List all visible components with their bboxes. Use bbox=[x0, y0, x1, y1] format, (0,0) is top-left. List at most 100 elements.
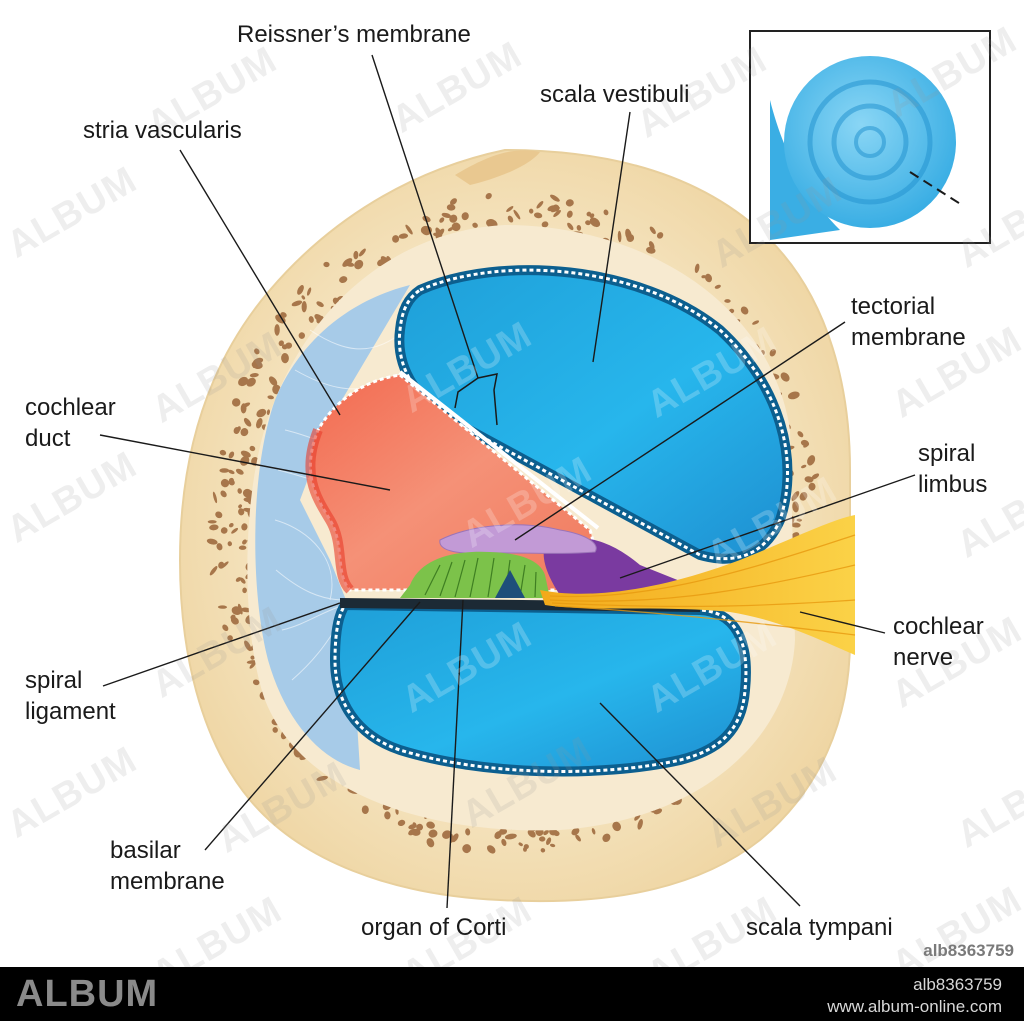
footer-image-id: alb8363759 bbox=[913, 975, 1002, 994]
bone-pore bbox=[228, 451, 235, 459]
bone-pore bbox=[281, 344, 288, 350]
bone-pore bbox=[252, 679, 260, 686]
bone-pore bbox=[249, 373, 259, 378]
bone-pore bbox=[451, 833, 459, 843]
footer-brand-logo[interactable]: ALBUM bbox=[16, 973, 159, 1015]
bone-pore bbox=[405, 224, 413, 235]
bone-pore bbox=[398, 233, 409, 239]
footer-site-link[interactable]: www.album-online.com bbox=[827, 997, 1002, 1016]
bone-pore bbox=[485, 193, 492, 200]
bone-pore bbox=[209, 566, 218, 576]
bone-pore bbox=[278, 340, 284, 347]
bone-pore bbox=[724, 299, 731, 303]
bone-pore bbox=[504, 833, 517, 840]
bone-pore bbox=[416, 823, 424, 831]
bone-pore bbox=[807, 455, 816, 466]
bone-pore bbox=[272, 727, 278, 733]
cochlear-nerve-bundle bbox=[540, 515, 855, 655]
bone-pore bbox=[447, 227, 454, 232]
bone-pore bbox=[242, 539, 247, 545]
bone-pore bbox=[637, 818, 643, 830]
label-scala-tympani: scala tympani bbox=[746, 914, 893, 941]
bone-pore bbox=[274, 324, 280, 336]
bone-pore bbox=[238, 504, 242, 509]
bone-pore bbox=[297, 285, 304, 295]
bone-pore bbox=[412, 822, 417, 828]
bone-pore bbox=[256, 418, 263, 429]
bone-pore bbox=[237, 426, 241, 431]
bone-pore bbox=[323, 261, 330, 268]
bone-pore bbox=[239, 377, 248, 385]
bone-pore bbox=[426, 821, 435, 829]
bone-pore bbox=[246, 377, 256, 387]
bone-pore bbox=[540, 848, 546, 853]
nerve-fibers bbox=[549, 534, 856, 636]
bone-pore bbox=[694, 263, 700, 274]
bone-pore bbox=[249, 661, 256, 669]
bone-pore bbox=[462, 844, 472, 854]
bone-pore bbox=[566, 210, 573, 218]
bone-pore bbox=[301, 295, 306, 300]
bone-pore bbox=[220, 490, 227, 498]
bone-pore bbox=[612, 822, 621, 830]
bone-pore bbox=[266, 409, 271, 415]
bone-pore bbox=[207, 520, 217, 524]
bone-pore bbox=[439, 217, 445, 223]
inset-cochlea-spiral bbox=[770, 56, 963, 240]
bone-pore bbox=[218, 561, 225, 569]
bone-pore bbox=[209, 524, 219, 531]
bone-pore bbox=[392, 235, 400, 243]
bone-pore bbox=[740, 306, 749, 315]
bone-pore bbox=[442, 830, 452, 839]
bone-pore bbox=[361, 805, 369, 814]
bone-pore bbox=[527, 829, 536, 838]
bone-pore bbox=[231, 606, 242, 615]
bone-pore bbox=[353, 250, 359, 260]
leader-lines bbox=[99, 54, 916, 909]
bone-pore bbox=[344, 261, 355, 267]
label-cochlear-nerve: cochlear nerve bbox=[893, 613, 984, 671]
bone-pore bbox=[339, 276, 348, 284]
bone-pore bbox=[552, 204, 560, 212]
bone-pore bbox=[656, 232, 664, 239]
bone-pore bbox=[232, 398, 241, 407]
bone-pore bbox=[354, 259, 364, 270]
bone-pore bbox=[565, 199, 574, 207]
bone-pore bbox=[800, 439, 810, 447]
bone-pore bbox=[250, 655, 255, 660]
bone-pore bbox=[220, 527, 228, 534]
bone-pore bbox=[219, 449, 227, 456]
bone-pore bbox=[799, 491, 808, 501]
bone-pore bbox=[301, 301, 307, 313]
bone-pore bbox=[235, 577, 242, 582]
bone-pore bbox=[507, 215, 514, 223]
bone-pore bbox=[231, 527, 239, 534]
label-cochlear-duct: cochlear duct bbox=[25, 394, 116, 452]
bone-pore bbox=[617, 230, 622, 243]
label-organ-of-corti: organ of Corti bbox=[361, 914, 507, 941]
bone-pore bbox=[486, 845, 496, 854]
bone-pore bbox=[237, 488, 242, 494]
bone-pore bbox=[450, 198, 457, 205]
bone-pore bbox=[217, 605, 228, 609]
bone-pore bbox=[704, 273, 713, 283]
bone-pore bbox=[539, 836, 546, 842]
bone-pore bbox=[653, 808, 663, 815]
bone-pore bbox=[222, 624, 229, 632]
bone-pore bbox=[796, 518, 802, 522]
bone-pore bbox=[227, 635, 233, 641]
bone-pore bbox=[316, 775, 328, 781]
bone-pore bbox=[546, 837, 552, 845]
bone-pore bbox=[240, 577, 246, 584]
bone-pore bbox=[316, 301, 324, 308]
bone-pore bbox=[243, 417, 252, 427]
bone-pore bbox=[780, 372, 790, 382]
bone-pore bbox=[451, 222, 461, 232]
bone-pore bbox=[465, 828, 471, 836]
bone-pore bbox=[452, 216, 457, 222]
bone-pore bbox=[230, 614, 236, 620]
bone-pore bbox=[533, 212, 543, 219]
bone-pore bbox=[267, 395, 274, 400]
